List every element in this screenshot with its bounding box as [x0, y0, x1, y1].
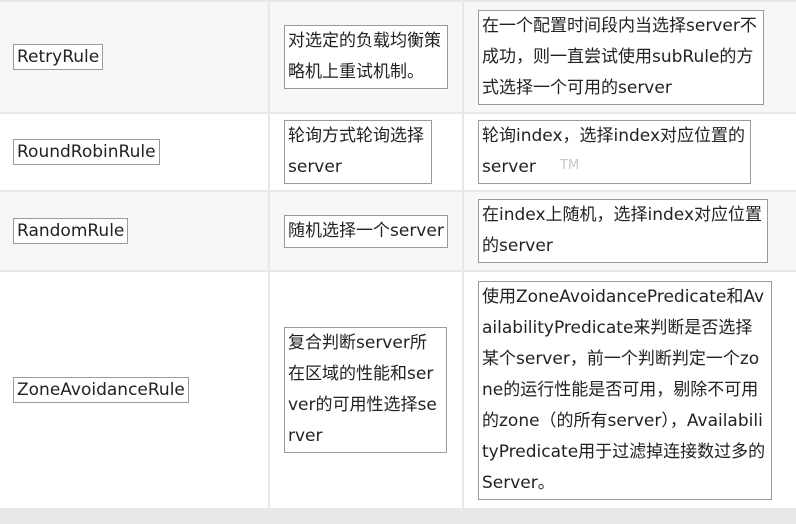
rule-detail: 使用ZoneAvoidancePredicate和AvailabilityPre…	[478, 280, 772, 500]
rule-detail-cell: 在index上随机，选择index对应位置的server	[464, 192, 796, 270]
table-row: RetryRule 对选定的负载均衡策略机上重试机制。 在一个配置时间段内当选择…	[0, 2, 796, 112]
rule-description-cell: 对选定的负载均衡策略机上重试机制。	[270, 2, 462, 112]
rule-name-cell: RoundRobinRule	[0, 114, 268, 190]
rule-detail: 在一个配置时间段内当选择server不成功，则一直尝试使用subRule的方式选…	[478, 9, 764, 105]
rule-description: 轮询方式轮询选择server	[284, 120, 432, 184]
rule-name-cell: ZoneAvoidanceRule	[0, 272, 268, 508]
rule-detail: 在index上随机，选择index对应位置的server	[478, 199, 768, 263]
rule-description: 复合判断server所在区域的性能和server的可用性选择server	[284, 327, 447, 453]
rule-description-cell: 随机选择一个server	[270, 192, 462, 270]
rule-name: RetryRule	[13, 44, 104, 70]
rule-name: ZoneAvoidanceRule	[13, 377, 189, 403]
rule-name: RoundRobinRule	[13, 139, 160, 165]
rule-description-cell: 轮询方式轮询选择server	[270, 114, 462, 190]
watermark-tm: TM	[560, 158, 580, 173]
rule-name-cell: RetryRule	[0, 2, 268, 112]
rule-description: 随机选择一个server	[284, 214, 448, 248]
rule-detail-cell: 轮询index，选择index对应位置的server	[464, 114, 796, 190]
table-row: ZoneAvoidanceRule 复合判断server所在区域的性能和serv…	[0, 272, 796, 508]
rule-detail-cell: 使用ZoneAvoidancePredicate和AvailabilityPre…	[464, 272, 796, 508]
rule-description-cell: 复合判断server所在区域的性能和server的可用性选择server	[270, 272, 462, 508]
table-row: RoundRobinRule 轮询方式轮询选择server 轮询index，选择…	[0, 114, 796, 190]
rule-name-cell: RandomRule	[0, 192, 268, 270]
rule-detail: 轮询index，选择index对应位置的server	[478, 120, 751, 184]
table-row: RandomRule 随机选择一个server 在index上随机，选择inde…	[0, 192, 796, 270]
rule-description: 对选定的负载均衡策略机上重试机制。	[284, 25, 448, 89]
rule-detail-cell: 在一个配置时间段内当选择server不成功，则一直尝试使用subRule的方式选…	[464, 2, 796, 112]
rule-name: RandomRule	[13, 218, 129, 244]
